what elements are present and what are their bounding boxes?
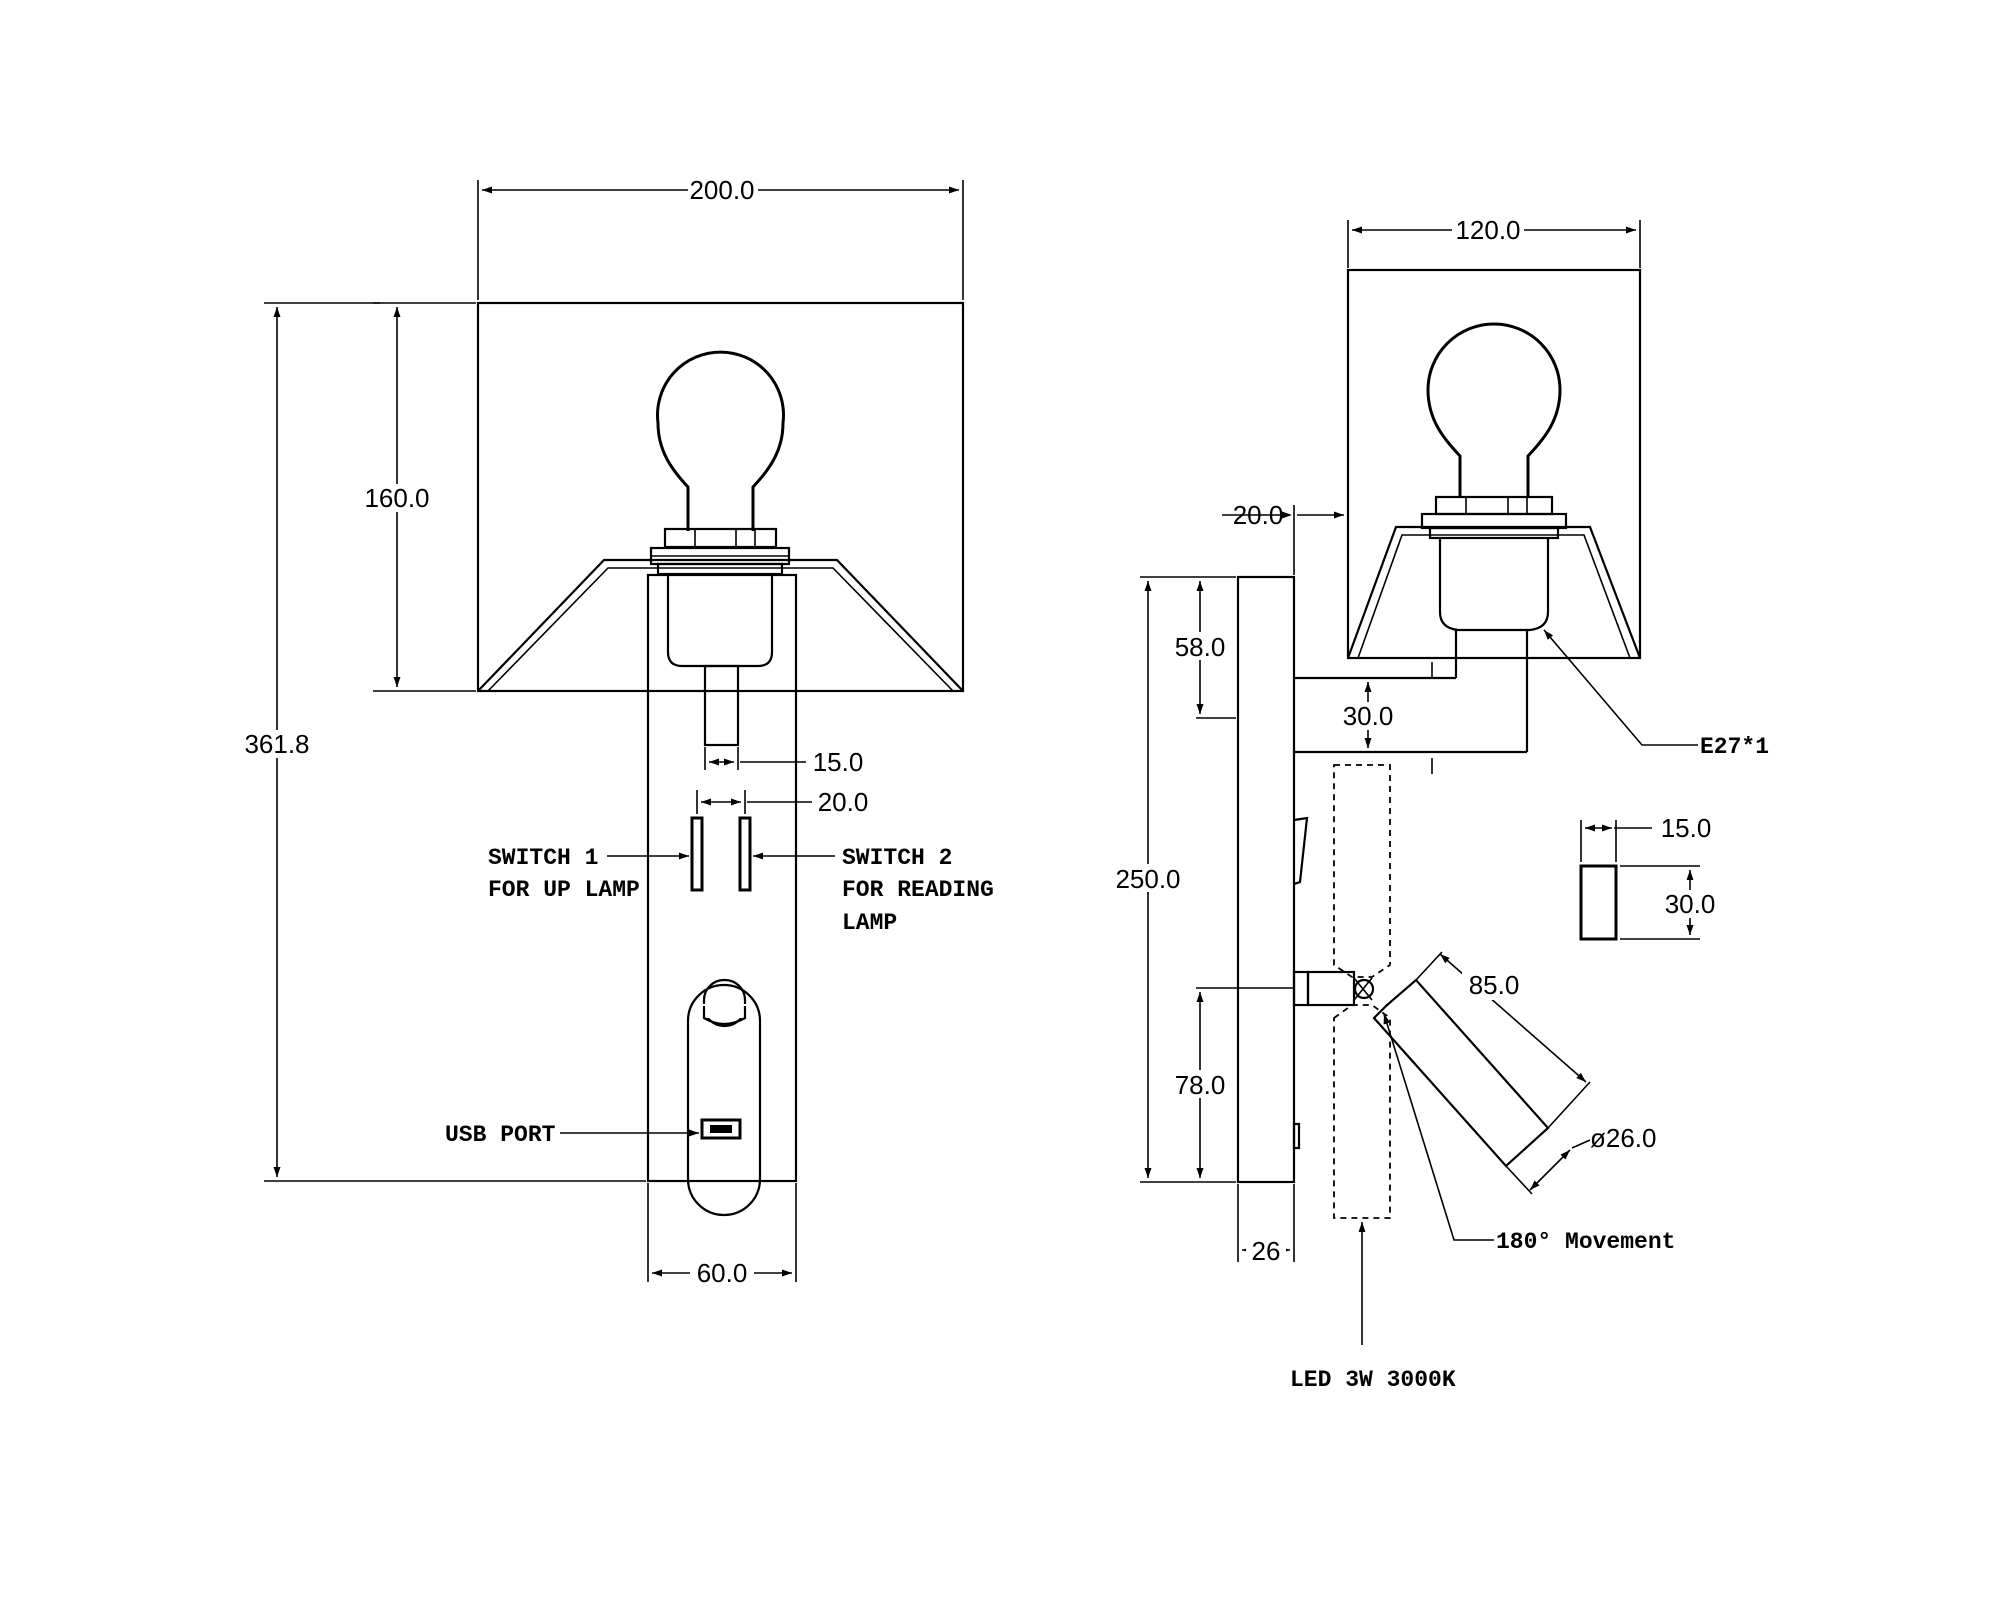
label-switch-1: SWITCH 1 [488,845,598,871]
dim-side-switch-height: 30.0 [1665,889,1716,919]
side-reading-head [1372,978,1550,1168]
label-movement: 180° Movement [1496,1229,1675,1255]
dim-side-depth: 26 [1252,1236,1281,1266]
front-reading-lamp-knob [702,978,747,1028]
dim-side-reading-arm: 85.0 [1469,970,1520,1000]
dim-side-lower: 78.0 [1175,1070,1226,1100]
side-reading-range-up [1333,764,1391,978]
dim-side-switch-width: 15.0 [1661,813,1712,843]
dim-front-width: 200.0 [689,175,754,205]
dim-front-overall-height: 361.8 [244,729,309,759]
front-lamp-shade [476,301,965,693]
side-switch-bump [1293,816,1309,886]
dim-side-arm-height: 30.0 [1343,701,1394,731]
label-switch-2: SWITCH 2 [842,845,952,871]
switch-2 [738,816,752,892]
side-reading-range-down [1333,1004,1391,1219]
front-socket-body [666,574,774,668]
side-backplate [1236,575,1296,1184]
front-reading-lamp-body [686,983,762,1217]
dim-side-backplate-height: 250.0 [1115,864,1180,894]
side-switch-detail [1579,864,1618,941]
front-bulb-neck [663,527,778,549]
front-shade-bottom-trapezoid [477,558,964,692]
label-switch-1-desc: FOR UP LAMP [488,877,640,903]
side-lamp-shade [1346,268,1642,660]
label-switch-2-desc-2: LAMP [842,910,897,936]
side-view: 120.0 20.0 250.0 58.0 30.0 78.0 26 [1110,215,1769,1393]
front-stem [703,664,740,747]
dim-side-shade-width: 120.0 [1455,215,1520,245]
side-socket-body [1438,538,1550,632]
side-bulb [1426,322,1562,498]
label-usb-port: USB PORT [445,1122,556,1148]
front-bulb [656,350,785,531]
side-shade-trapezoid [1346,525,1642,659]
dim-front-base-width: 60.0 [697,1258,748,1288]
dim-front-stem-width: 15.0 [813,747,864,777]
side-shade-inner-edge [1357,534,1631,659]
side-reading-hub [1306,970,1356,1007]
dim-side-wall-offset: 20.0 [1233,500,1284,530]
dim-front-shade-height: 160.0 [364,483,429,513]
label-e27: E27*1 [1700,734,1769,760]
dim-side-reading-diameter: ø26.0 [1590,1123,1657,1153]
side-socket-collar [1428,526,1560,540]
front-shade-inner-edge [487,567,954,692]
front-backplate [646,573,798,1183]
front-socket-collar [656,562,784,576]
dim-front-switch-spacing: 20.0 [818,787,869,817]
dim-side-upper: 58.0 [1175,632,1226,662]
usb-port [700,1118,742,1140]
label-switch-2-desc: FOR READING [842,877,994,903]
label-led: LED 3W 3000K [1290,1367,1456,1393]
side-bulb-neck [1434,495,1554,516]
switch-1 [690,816,704,892]
front-view: 200.0 160.0 361.8 15.0 20.0 60.0 SW [240,174,994,1288]
